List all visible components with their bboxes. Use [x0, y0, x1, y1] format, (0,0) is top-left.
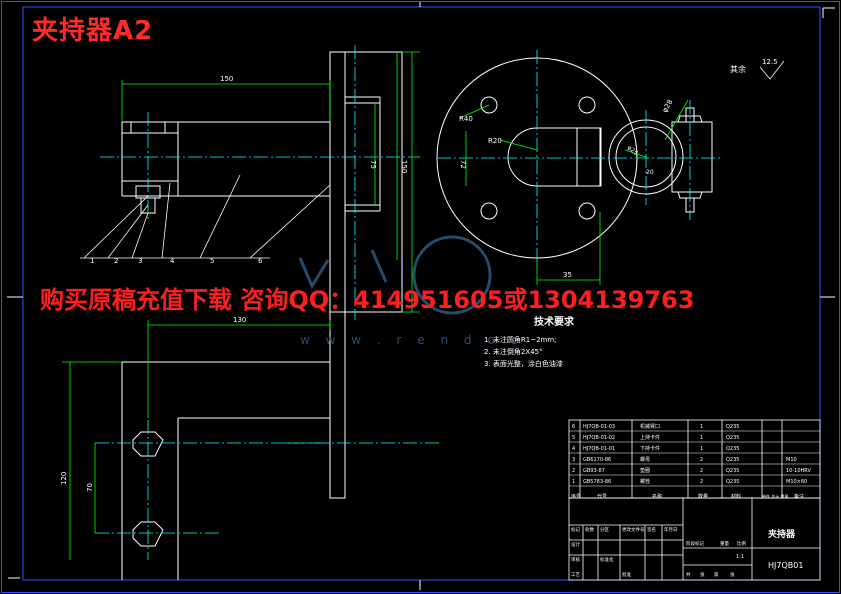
bom-no: 5 — [572, 435, 575, 441]
balloon-6: 6 — [258, 257, 263, 265]
bom-name: 机械臂口 — [640, 423, 660, 430]
title-block-label: 重量 — [720, 540, 729, 547]
dim-r-inner: R20 — [488, 137, 502, 145]
balloon-1: 1 — [90, 257, 94, 265]
bom-note: M10×60 — [786, 479, 807, 485]
title-block-label: 第 — [714, 571, 719, 578]
dim-r-outer: R40 — [459, 115, 473, 123]
page-title: 夹持器A2 — [32, 16, 154, 46]
dim-d20: 20 — [646, 169, 654, 176]
balloon-labels: 1 2 3 4 5 6 — [90, 257, 263, 265]
title-block-label: 更改文件号 — [622, 526, 645, 533]
bom-h-material: 材料 — [731, 493, 741, 500]
title-block-label: 张 — [730, 571, 735, 578]
bom-note: 10-10HRV — [786, 468, 811, 474]
bom-no: 3 — [572, 457, 575, 463]
dim-height-75: 75 — [369, 160, 377, 169]
title-block-label: 标记 — [571, 526, 580, 533]
title-block-label: 设计 — [571, 541, 580, 548]
bom-code: HJ7QB-01-02 — [583, 435, 615, 441]
bom-h-qty: 数量 — [698, 493, 708, 500]
roughness-label: 其余 — [730, 64, 746, 74]
title-block-label: 张 — [700, 571, 705, 578]
bom-code: GB93-87 — [583, 468, 605, 474]
bom-table — [568, 419, 821, 499]
bom-no: 2 — [572, 468, 575, 474]
bom-material: Q235 — [726, 435, 739, 441]
bom-qty: 2 — [700, 468, 703, 474]
bom-code: GB5783-86 — [583, 479, 611, 485]
dim-d72: 72 — [459, 160, 467, 169]
dim-d35: 35 — [563, 271, 572, 279]
bom-name: 螺栓 — [640, 478, 650, 485]
title-block-label: 分区 — [600, 526, 609, 533]
bom-material: Q235 — [726, 446, 739, 452]
drawing-number: HJ7QB01 — [768, 561, 803, 570]
balloon-3: 3 — [138, 257, 142, 265]
bom-note: M10 — [786, 457, 797, 463]
title-block-label: 共 — [686, 571, 691, 578]
part-name: 夹持器 — [768, 528, 796, 540]
bom-code: GB6170-86 — [583, 457, 611, 463]
tech-list: 1. 未注圆角R1~2mm; 2. 未注倒角2X45° 3. 表面光整，涂白色油漆 — [484, 335, 563, 368]
scale-value: 1:1 — [736, 554, 744, 560]
balloon-4: 4 — [170, 257, 175, 265]
title-block-label: 处数 — [585, 526, 594, 533]
title-block-label: 工艺 — [571, 572, 580, 578]
title-block-label: 阶段标记 — [686, 540, 704, 547]
title-block-label: 审核 — [571, 556, 580, 563]
tech-title: 技术要求 — [534, 315, 575, 328]
watermark-logo — [298, 235, 492, 315]
promo-banner: 购买原稿充值下载 咨询QQ：414951605或1304139763 — [40, 286, 695, 314]
bom-qty: 1 — [700, 446, 703, 452]
dim-height-120: 120 — [60, 472, 68, 485]
bom-name: 螺母 — [640, 456, 650, 463]
title-block-label: 年月日 — [664, 526, 678, 533]
bom-h-note: 备注 — [794, 493, 804, 500]
dim-height-70: 70 — [86, 483, 94, 492]
dim-bottom-width: 130 — [233, 316, 246, 324]
bom-name: 下持卡件 — [640, 445, 660, 452]
bom-qty: 1 — [700, 424, 703, 430]
bom-qty: 2 — [700, 457, 703, 463]
top-view — [121, 311, 346, 580]
bom-code: HJ7QB-01-03 — [583, 424, 615, 430]
bom-no: 1 — [572, 479, 575, 485]
balloon-5: 5 — [210, 257, 214, 265]
tech-item: 3. 表面光整，涂白色油漆 — [484, 359, 563, 368]
roughness-symbol — [759, 60, 785, 80]
bom-h-name: 名称 — [652, 493, 662, 500]
bom-no: 6 — [572, 424, 575, 430]
title-block-label: 标准化 — [600, 556, 614, 563]
balloon-2: 2 — [114, 257, 118, 265]
bom-name: 上持卡件 — [640, 434, 660, 441]
bom-no: 4 — [572, 446, 575, 452]
bom-material: Q235 — [726, 479, 739, 485]
inner-frame — [22, 6, 821, 581]
bom-code: HJ7QB-01-01 — [583, 446, 615, 452]
bom-qty: 1 — [700, 435, 703, 441]
watermark-url: w w w . r e n d o c — [300, 333, 524, 347]
title-block — [568, 497, 821, 581]
tech-item: 2. 未注倒角2X45° — [484, 347, 543, 356]
bom-material: Q235 — [726, 468, 739, 474]
dim-top-width: 150 — [220, 75, 233, 83]
title-block-label: 批准 — [622, 571, 631, 578]
bom-h-weight: 单件 总计 重量 — [762, 493, 789, 499]
roughness-value: 12.5 — [762, 58, 778, 66]
dim-height-150: 150 — [400, 160, 408, 173]
bom-h-code: 代号 — [597, 493, 607, 500]
title-block-label: 签名 — [647, 526, 656, 533]
bom-h-no: 序号 — [571, 493, 581, 500]
tech-item: 1. 未注圆角R1~2mm; — [484, 335, 557, 344]
bom-name: 垫圈 — [640, 467, 650, 474]
bom-material: Q235 — [726, 457, 739, 463]
title-block-label: 比例 — [737, 540, 746, 547]
bom-qty: 2 — [700, 479, 703, 485]
bom-material: Q235 — [726, 424, 739, 430]
